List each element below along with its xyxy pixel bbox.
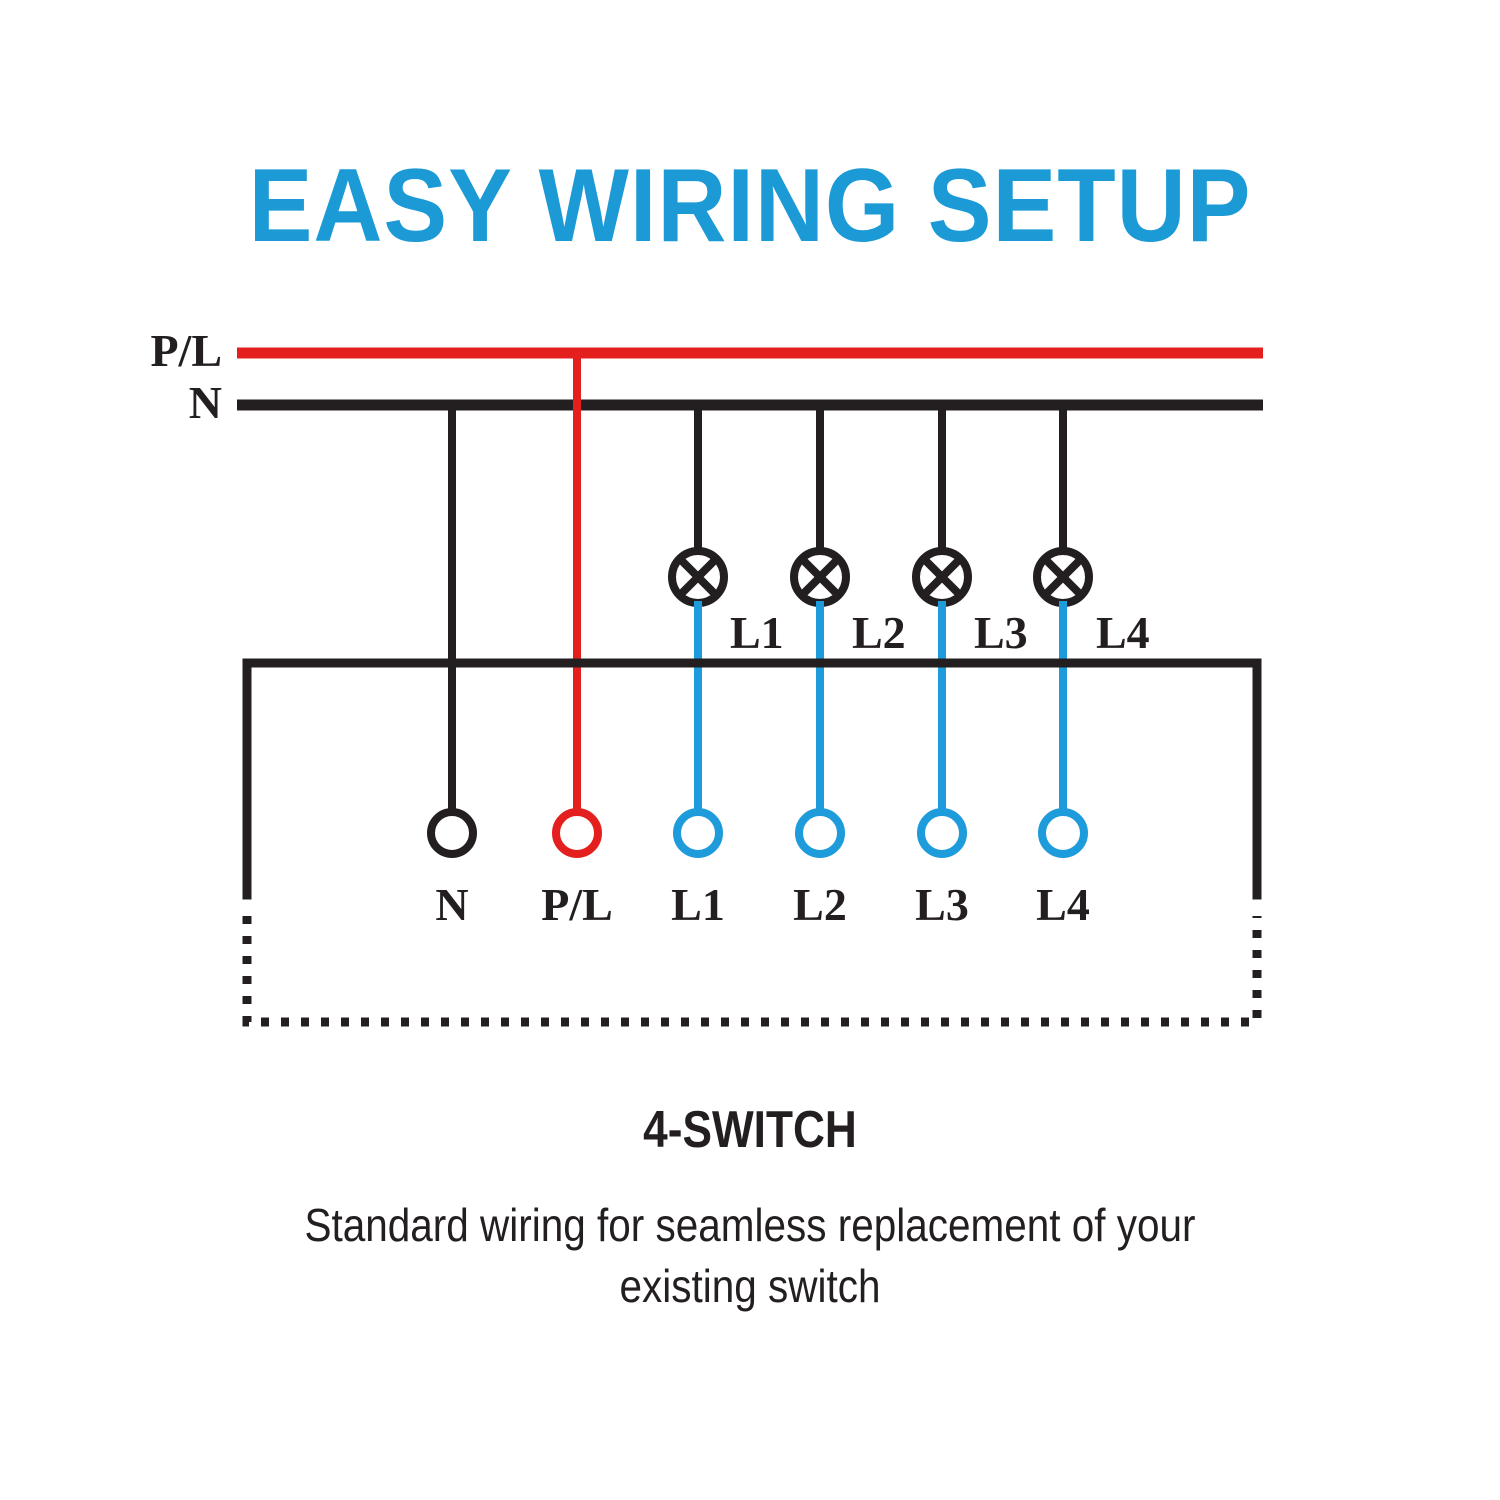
terminal-label-L2: L2	[793, 879, 847, 930]
lamp-label-L4: L4	[1096, 607, 1150, 658]
terminal-label-L4: L4	[1036, 879, 1090, 930]
bus-label-live: P/L	[150, 325, 222, 376]
lamp-label-L3: L3	[974, 607, 1028, 658]
terminal-ring-L2[interactable]	[795, 808, 845, 858]
lamp-label-L2: L2	[852, 607, 906, 658]
caption-heading: 4-SWITCH	[643, 1101, 857, 1159]
bus-label-neutral: N	[189, 377, 222, 428]
terminal-label-N: N	[435, 879, 468, 930]
switch-box-solid-outline	[242, 658, 1262, 900]
terminal-ring-L4[interactable]	[1038, 808, 1088, 858]
lamp-label-L1: L1	[730, 607, 784, 658]
terminal-ring-PL[interactable]	[552, 808, 602, 858]
terminal-label-L1: L1	[671, 879, 725, 930]
lamp-symbol-L4	[1033, 547, 1093, 607]
switch-box-dashed-outline	[242, 916, 1262, 1027]
terminal-ring-L1[interactable]	[673, 808, 723, 858]
caption-body-line-1: Standard wiring for seamless replacement…	[304, 1199, 1196, 1251]
page-title: EASY WIRING SETUP	[248, 148, 1252, 264]
lamp-symbol-L3	[912, 547, 972, 607]
terminal-ring-L3[interactable]	[917, 808, 967, 858]
terminal-ring-N[interactable]	[427, 808, 477, 858]
lamp-symbol-L1	[668, 547, 728, 607]
lamp-symbol-L2	[790, 547, 850, 607]
caption-body: Standard wiring for seamless replacement…	[275, 1195, 1225, 1316]
terminal-label-PL: P/L	[541, 879, 613, 930]
caption-body-line-2: existing switch	[619, 1259, 881, 1312]
terminal-label-L3: L3	[915, 879, 969, 930]
